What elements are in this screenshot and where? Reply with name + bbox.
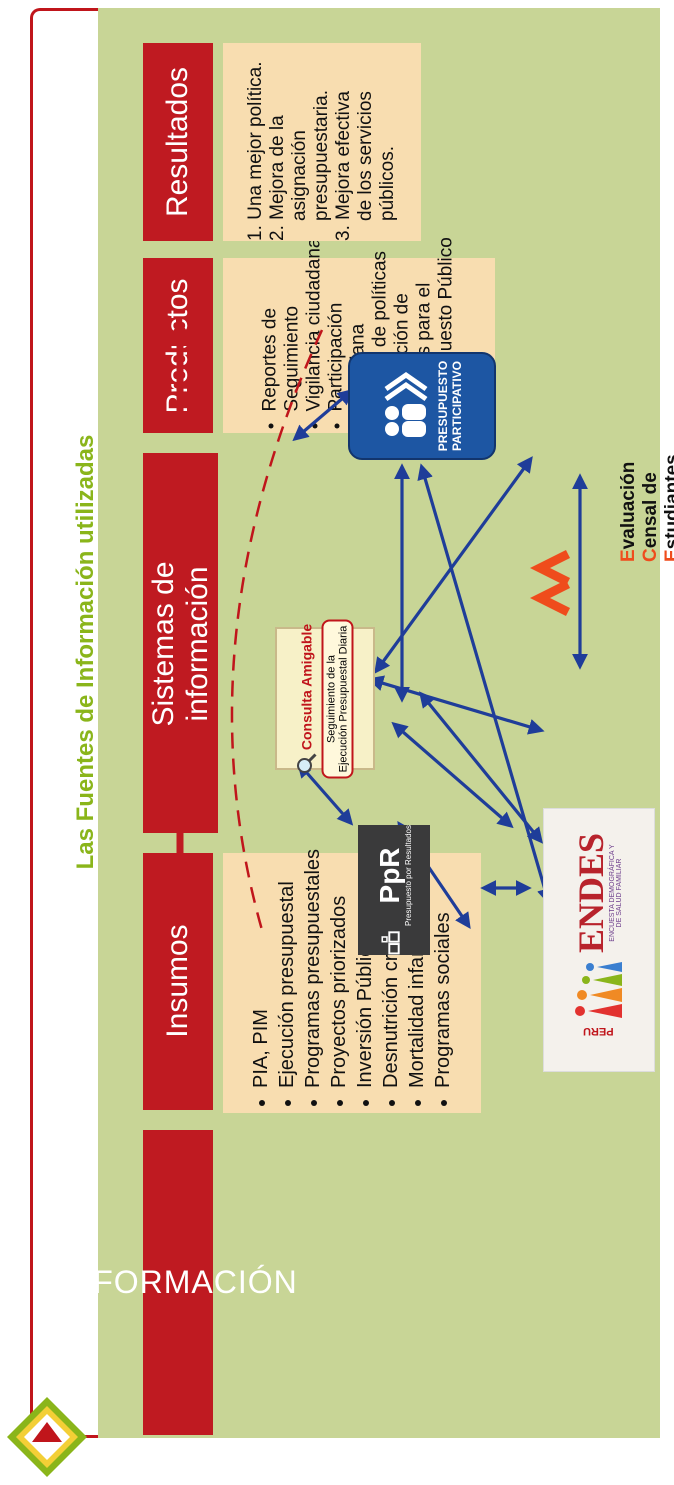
endes-logo-content: PERU ENDES ENCUESTA DEMOGRÁFICA Y DE SAL… — [545, 806, 651, 1064]
consulta-amigable-sub2: Ejecución Presupuestal Diaria — [337, 625, 350, 773]
consulta-amigable-name: Consulta Amigable — [298, 623, 315, 751]
endes-side-label: PERU — [582, 1025, 614, 1038]
endes-sub1: ENCUESTA DEMOGRÁFICA Y — [609, 844, 616, 942]
ppr-squares-icon — [381, 931, 400, 955]
pp-line2: PARTICIPATIVO — [450, 361, 464, 451]
participation-icon — [384, 371, 428, 437]
ece-text-wrap: Evaluación Censal de Estudiantes — [609, 362, 674, 562]
logo-icon — [7, 1397, 87, 1477]
endes-sub2: DE SALUD FAMILIAR — [616, 858, 623, 928]
arrow-up-icon — [164, 320, 196, 430]
arrow-up-icon — [164, 753, 196, 853]
endes-name: ENDES — [571, 832, 611, 954]
ppr-sub: Presupuesto por Resultados — [403, 825, 413, 926]
ece-line3: Estudiantes — [662, 454, 674, 562]
informacion-box — [143, 1130, 213, 1435]
family-figures-icon — [575, 962, 622, 1019]
ppr-logo-content: PpR Presupuesto por Resultados — [358, 825, 430, 955]
ppr-logo-box — [358, 825, 430, 955]
ece-line1: Evaluación — [618, 461, 639, 562]
magnifier-icon — [297, 753, 317, 773]
ece-logo-icon — [530, 549, 571, 617]
ppr-name: PpR — [373, 847, 405, 904]
ece-line2: Censal de — [640, 472, 661, 562]
consulta-amigable-sub1: Seguimiento de la — [325, 654, 338, 744]
consulta-amigable-content: Consulta Amigable Seguimiento de la Ejec… — [275, 619, 375, 779]
insumos-header — [143, 853, 213, 1110]
title-frame — [30, 8, 98, 1438]
presupuesto-participativo-content: PRESUPUESTO PARTICIPATIVO — [348, 352, 496, 460]
pp-line1: PRESUPUESTO — [436, 360, 450, 452]
resultados-header — [143, 43, 213, 241]
resultados-panel — [223, 43, 421, 241]
endes-logo-box — [543, 808, 655, 1072]
